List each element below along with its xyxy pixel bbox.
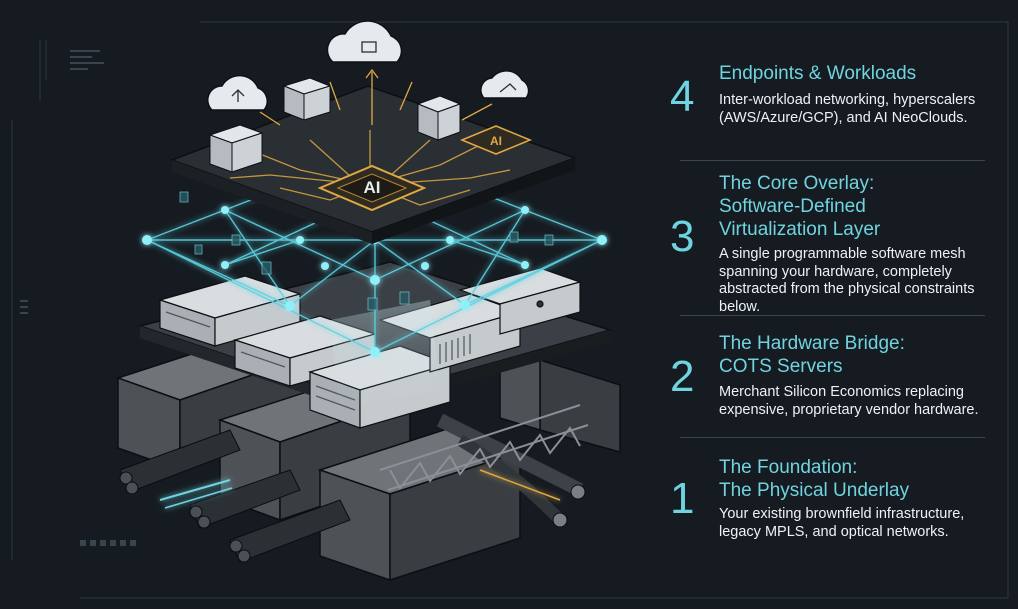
- layer-title: Endpoints & Workloads: [719, 63, 917, 84]
- layer-number: 4: [670, 72, 695, 121]
- endpoints-layer: AI AI: [169, 20, 578, 244]
- rack-servers: [208, 77, 462, 173]
- cloud-symbols: [231, 41, 517, 102]
- layer-number: 1: [670, 474, 695, 523]
- ai-core-chip: AI: [317, 164, 427, 212]
- floating-data-panels: [179, 191, 554, 311]
- steel-truss: [379, 404, 589, 491]
- layer-number: 3: [670, 212, 695, 261]
- layer-number: 2: [670, 352, 695, 401]
- cable-bundles: [119, 413, 586, 563]
- layer-title: The Hardware Bridge: COTS Servers: [719, 333, 905, 377]
- layer-title: The Foundation: The Physical Underlay: [719, 457, 910, 501]
- divider: [680, 160, 985, 161]
- layer-description: A single programmable software mesh span…: [719, 246, 975, 315]
- data-flow-arrows: [259, 68, 493, 126]
- layer-title: The Core Overlay: Software-Defined Virtu…: [719, 173, 881, 240]
- layer-description: Merchant Silicon Economics replacing exp…: [719, 384, 979, 418]
- optical-fibers: [159, 469, 561, 509]
- overlay-mesh-layer: [142, 151, 607, 357]
- divider: [680, 437, 985, 438]
- ai-secondary-chip-label: AI: [490, 134, 502, 148]
- projection-beam: [330, 300, 440, 410]
- layer-description: Inter-workload networking, hyperscalers …: [719, 92, 976, 126]
- layer-description: Your existing brownfield infrastructure,…: [719, 506, 965, 540]
- decorative-side-text: [20, 50, 136, 546]
- divider: [680, 315, 985, 316]
- ai-secondary-chip: AI: [459, 125, 533, 155]
- ai-core-chip-label: AI: [364, 178, 381, 197]
- frame-lines: [11, 21, 1009, 599]
